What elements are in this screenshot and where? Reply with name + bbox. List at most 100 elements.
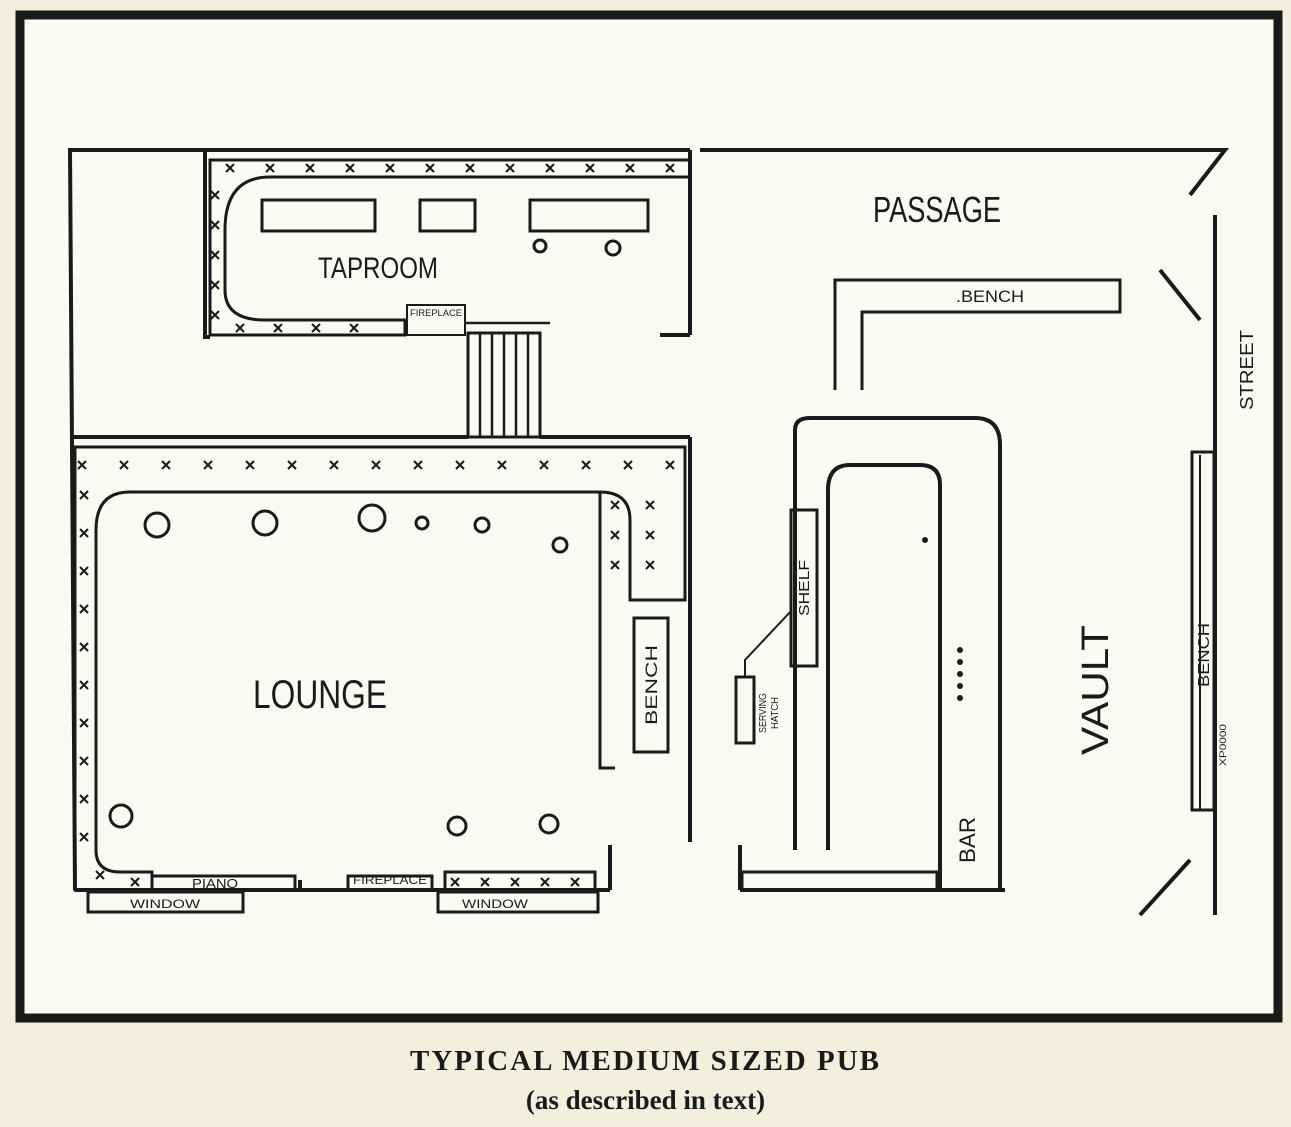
cross-mark xyxy=(450,877,460,887)
cross-mark xyxy=(645,530,655,540)
cross-mark xyxy=(225,163,235,173)
cross-mark xyxy=(210,280,220,290)
staircase xyxy=(465,321,550,439)
piano: PIANO xyxy=(150,874,297,892)
cross-mark xyxy=(161,460,171,470)
svg-text:PIANO: PIANO xyxy=(192,876,238,891)
cross-mark xyxy=(349,323,359,333)
cross-mark xyxy=(79,756,89,766)
lounge-bench: BENCH xyxy=(632,616,670,754)
cross-mark xyxy=(210,310,220,320)
cross-mark xyxy=(455,460,465,470)
cross-mark xyxy=(625,163,635,173)
svg-text:BENCH: BENCH xyxy=(642,645,661,725)
figure-caption: TYPICAL MEDIUM SIZED PUB xyxy=(410,1045,881,1077)
lounge-label: LOUNGE xyxy=(253,673,387,717)
cross-mark xyxy=(665,163,675,173)
taproom: TAPROOM FIREPLACE xyxy=(208,158,692,337)
cross-mark xyxy=(645,560,655,570)
cross-mark xyxy=(570,877,580,887)
cross-mark xyxy=(610,500,620,510)
bar-counter xyxy=(793,416,1002,890)
cross-mark xyxy=(497,460,507,470)
cross-mark xyxy=(79,794,89,804)
cross-mark xyxy=(413,460,423,470)
cross-mark xyxy=(329,460,339,470)
cross-mark xyxy=(77,460,87,470)
figure-subcaption: (as described in text) xyxy=(525,1085,766,1115)
cross-mark xyxy=(203,460,213,470)
cross-mark xyxy=(210,250,220,260)
svg-text:WINDOW: WINDOW xyxy=(462,897,529,911)
cross-mark xyxy=(79,718,89,728)
cross-mark xyxy=(545,163,555,173)
cross-mark xyxy=(95,870,105,880)
cross-mark xyxy=(79,490,89,500)
bar-pumps xyxy=(957,647,963,701)
cross-mark xyxy=(287,460,297,470)
cross-mark xyxy=(425,163,435,173)
svg-text:HATCH: HATCH xyxy=(770,697,781,729)
lounge-seating-outline xyxy=(73,445,687,892)
svg-text:SERVING: SERVING xyxy=(758,693,769,733)
cross-mark xyxy=(130,877,140,887)
bar-front-window xyxy=(740,870,939,892)
taproom-stool-2 xyxy=(604,239,622,257)
window-left: WINDOW xyxy=(86,890,245,914)
cross-mark xyxy=(235,323,245,333)
vault-label: VAULT xyxy=(1075,625,1117,755)
taproom-label: TAPROOM xyxy=(318,252,438,285)
svg-text:FIREPLACE: FIREPLACE xyxy=(353,873,427,887)
lounge: LOUNGE xyxy=(73,445,687,892)
svg-text:XP0000: XP0000 xyxy=(1218,724,1228,766)
taproom-table-2 xyxy=(418,198,477,233)
cross-mark xyxy=(210,190,220,200)
svg-text:.BENCH: .BENCH xyxy=(956,287,1024,306)
shelf: SHELF xyxy=(789,508,819,668)
cross-mark xyxy=(245,460,255,470)
taproom-fireplace xyxy=(406,304,466,336)
vault-bench: BENCH XP0000 xyxy=(1190,450,1228,812)
cross-mark xyxy=(645,500,655,510)
cross-mark xyxy=(119,460,129,470)
cross-mark xyxy=(79,604,89,614)
cross-mark xyxy=(465,163,475,173)
cross-mark xyxy=(623,460,633,470)
upholstery-crosses xyxy=(77,163,675,887)
cross-mark xyxy=(345,163,355,173)
fireplace-lounge: FIREPLACE xyxy=(346,873,434,892)
cross-mark xyxy=(79,642,89,652)
cross-mark xyxy=(79,566,89,576)
cross-mark xyxy=(581,460,591,470)
bar-dot xyxy=(922,537,928,543)
cross-mark xyxy=(610,530,620,540)
cross-mark xyxy=(539,460,549,470)
cross-mark xyxy=(540,877,550,887)
cross-mark xyxy=(79,680,89,690)
svg-text:WINDOW: WINDOW xyxy=(130,897,201,911)
svg-text:BENCH: BENCH xyxy=(1196,623,1213,687)
cross-mark xyxy=(510,877,520,887)
outer-frame xyxy=(15,10,1283,1023)
cross-mark xyxy=(273,323,283,333)
cross-mark xyxy=(311,323,321,333)
cross-mark xyxy=(480,877,490,887)
taproom-seating-outline xyxy=(208,158,692,337)
passage-label: PASSAGE xyxy=(873,189,1001,230)
cross-mark xyxy=(305,163,315,173)
cross-mark xyxy=(79,528,89,538)
taproom-table-1 xyxy=(260,198,377,233)
taproom-fireplace-label: FIREPLACE xyxy=(410,308,462,318)
cross-mark xyxy=(265,163,275,173)
cross-mark xyxy=(385,163,395,173)
taproom-table-3 xyxy=(528,198,650,233)
window-right: WINDOW xyxy=(436,870,600,914)
cross-mark xyxy=(585,163,595,173)
street-label: STREET xyxy=(1237,330,1257,410)
bar-label: BAR xyxy=(955,817,980,863)
cross-mark xyxy=(610,560,620,570)
passage-bench: .BENCH xyxy=(833,278,1122,390)
taproom-stool-1 xyxy=(532,238,548,254)
serving-hatch: SERVING HATCH xyxy=(734,609,793,745)
